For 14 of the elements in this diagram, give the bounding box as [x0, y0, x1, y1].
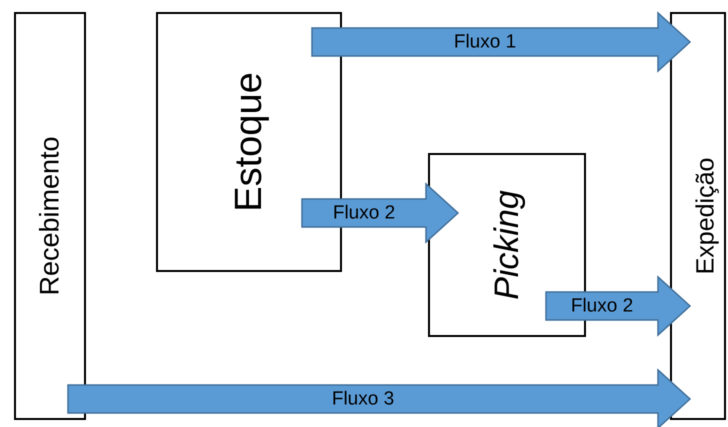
box-label: Estoque [230, 72, 268, 212]
block-arrow [67, 368, 692, 427]
box-label: Recebimento [36, 136, 64, 296]
block-arrow [301, 182, 460, 244]
process-box [670, 12, 726, 420]
block-arrow [545, 275, 692, 337]
box-label: Picking [490, 190, 524, 300]
edge-label: Fluxo 2 [570, 296, 634, 316]
edge-label: Fluxo 2 [332, 204, 396, 222]
block-arrow [311, 11, 692, 73]
box-label: Expedição [694, 158, 718, 274]
process-box [14, 12, 86, 420]
edge-label: Fluxo 3 [332, 390, 394, 408]
edge-label: Fluxo 1 [454, 32, 516, 52]
